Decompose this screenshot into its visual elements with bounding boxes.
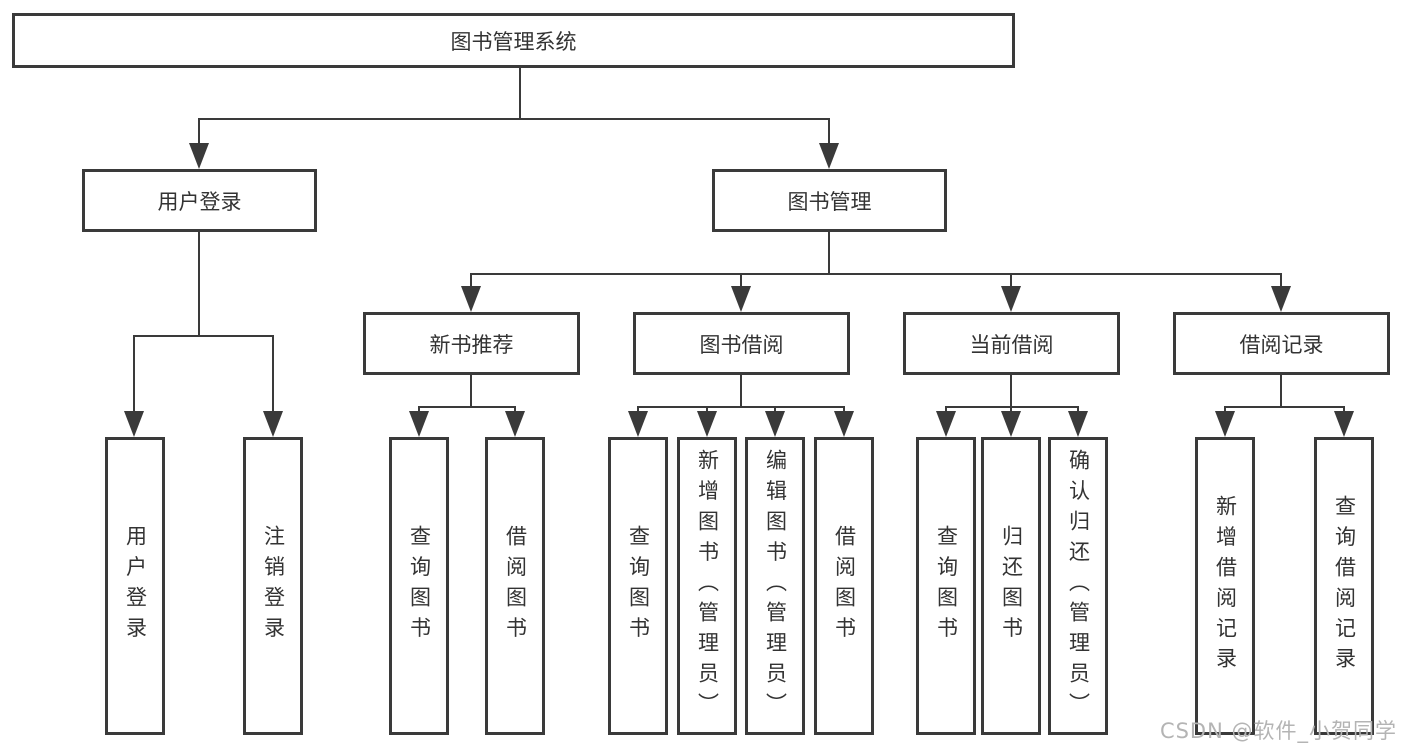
node-label: 查询图书 (407, 525, 432, 647)
arrow-down-icon (1215, 411, 1235, 437)
node-label: 图书管理 (787, 189, 872, 214)
node-label: 编辑图书（管理员） (763, 448, 788, 724)
arrow-down-icon (1001, 411, 1021, 437)
connector-level2-hline (198, 118, 830, 120)
node-book-management: 图书管理 (712, 169, 947, 232)
node-label: 图书借阅 (699, 332, 784, 357)
node-label: 归还图书 (999, 525, 1024, 647)
arrow-down-icon (461, 286, 481, 312)
leaf-add-books-admin: 新增图书（管理员） (677, 437, 737, 735)
connector-borrow-hline (637, 406, 845, 408)
node-new-book-recommend: 新书推荐 (363, 312, 580, 375)
connector-drop-current (1010, 273, 1012, 288)
connector-borrow-drop (740, 373, 742, 408)
arrow-down-icon (263, 411, 283, 437)
connector-drop-user-login (198, 119, 200, 145)
node-label: 查询图书 (934, 525, 959, 647)
node-label: 用户登录 (123, 525, 148, 647)
leaf-user-login: 用户登录 (105, 437, 165, 735)
arrow-down-icon (1068, 411, 1088, 437)
node-user-login: 用户登录 (82, 169, 317, 232)
node-label: 新增图书（管理员） (695, 448, 720, 724)
node-label: 用户登录 (157, 189, 242, 214)
arrow-down-icon (1271, 286, 1291, 312)
connector-records-hline (1224, 406, 1345, 408)
connector-drop-leaf (133, 335, 135, 413)
node-label: 注销登录 (261, 525, 286, 647)
arrow-down-icon (819, 143, 839, 169)
connector-book-mgmt-drop (828, 230, 830, 275)
arrow-down-icon (1334, 411, 1354, 437)
connector-drop-leaf (1343, 406, 1345, 413)
node-current-borrowing: 当前借阅 (903, 312, 1120, 375)
leaf-borrow-books-rec: 借阅图书 (485, 437, 545, 735)
leaf-borrow-books: 借阅图书 (814, 437, 874, 735)
arrow-down-icon (936, 411, 956, 437)
connector-drop-leaf (514, 406, 516, 413)
connector-drop-leaf (843, 406, 845, 413)
arrow-down-icon (765, 411, 785, 437)
connector-drop-book-mgmt (828, 119, 830, 145)
leaf-query-borrow-record: 查询借阅记录 (1314, 437, 1374, 735)
csdn-watermark: CSDN @软件_小贺同学 (1159, 719, 1397, 743)
node-book-borrowing: 图书借阅 (633, 312, 850, 375)
arrow-down-icon (834, 411, 854, 437)
connector-drop-leaf (706, 406, 708, 413)
connector-new-rec-hline (418, 406, 516, 408)
node-label: 新书推荐 (429, 332, 514, 357)
connector-drop-new-rec (470, 273, 472, 288)
connector-drop-records (1280, 273, 1282, 288)
arrow-down-icon (124, 411, 144, 437)
connector-new-rec-drop (470, 373, 472, 408)
connector-drop-leaf (774, 406, 776, 413)
arrow-down-icon (628, 411, 648, 437)
arrow-down-icon (189, 143, 209, 169)
connector-level3-hline (470, 273, 1282, 275)
node-label: 查询图书 (626, 525, 651, 647)
node-label: 借阅图书 (832, 525, 857, 647)
arrow-down-icon (505, 411, 525, 437)
connector-current-drop (1010, 373, 1012, 408)
leaf-add-borrow-record: 新增借阅记录 (1195, 437, 1255, 735)
connector-drop-leaf (418, 406, 420, 413)
node-label: 借阅图书 (503, 525, 528, 647)
connector-drop-leaf (272, 335, 274, 413)
connector-root-drop (519, 66, 521, 119)
node-label: 新增借阅记录 (1213, 494, 1238, 678)
arrow-down-icon (409, 411, 429, 437)
arrow-down-icon (1001, 286, 1021, 312)
connector-records-drop (1280, 373, 1282, 408)
leaf-return-books: 归还图书 (981, 437, 1041, 735)
node-borrowing-records: 借阅记录 (1173, 312, 1390, 375)
leaf-query-books-rec: 查询图书 (389, 437, 449, 735)
node-book-management-system: 图书管理系统 (12, 13, 1015, 68)
arrow-down-icon (731, 286, 751, 312)
connector-user-login-drop (198, 230, 200, 337)
connector-user-login-hline (133, 335, 274, 337)
leaf-logout: 注销登录 (243, 437, 303, 735)
leaf-query-books-current: 查询图书 (916, 437, 976, 735)
node-label: 查询借阅记录 (1332, 494, 1357, 678)
connector-drop-leaf (1077, 406, 1079, 413)
connector-drop-borrow (740, 273, 742, 288)
leaf-confirm-return-admin: 确认归还（管理员） (1048, 437, 1108, 735)
node-label: 图书管理系统 (450, 29, 577, 54)
leaf-query-books-borrow: 查询图书 (608, 437, 668, 735)
connector-drop-leaf (1010, 406, 1012, 413)
node-label: 当前借阅 (969, 332, 1054, 357)
connector-drop-leaf (637, 406, 639, 413)
connector-drop-leaf (945, 406, 947, 413)
node-label: 确认归还（管理员） (1066, 448, 1091, 724)
arrow-down-icon (697, 411, 717, 437)
node-label: 借阅记录 (1239, 332, 1324, 357)
leaf-edit-books-admin: 编辑图书（管理员） (745, 437, 805, 735)
connector-drop-leaf (1224, 406, 1226, 413)
